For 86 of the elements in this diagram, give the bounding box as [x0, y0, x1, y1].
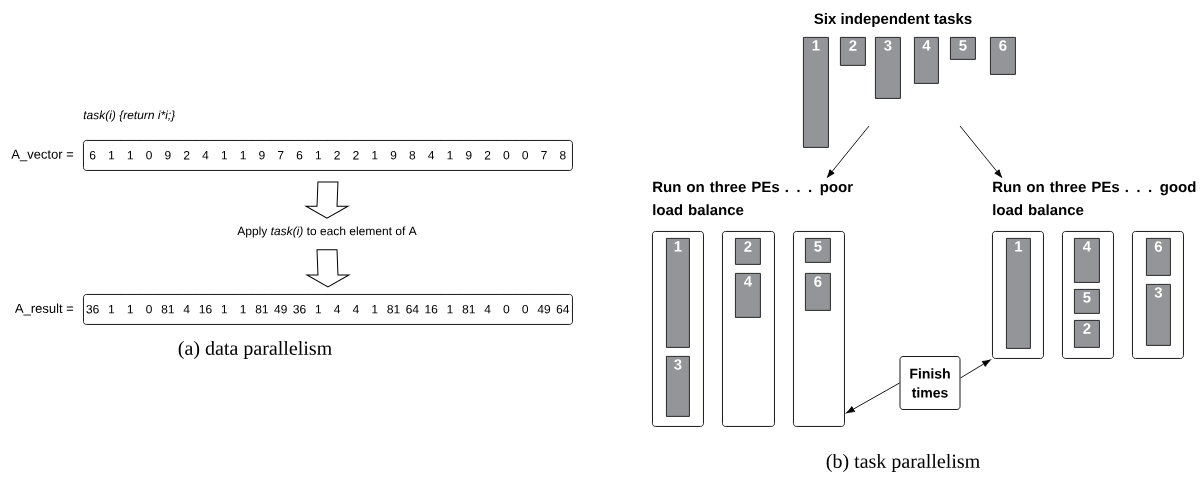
task-block: 5 [950, 37, 976, 60]
callout-box: Finish times [899, 356, 961, 410]
array-cell: 16 [199, 304, 212, 314]
task-block: 3 [875, 37, 901, 99]
array-cell: 1 [240, 151, 246, 160]
task-block: 2 [735, 238, 761, 265]
array-cell: 6 [296, 150, 303, 160]
array-cell: 1 [315, 151, 322, 160]
array-cell: 0 [503, 150, 510, 160]
heading: Run on three PEs . . . good load balance [993, 181, 1196, 216]
array-cell: 6 [89, 150, 96, 160]
array-cell: 4 [428, 151, 435, 160]
arrow [846, 382, 900, 414]
array-cell: 2 [334, 151, 340, 160]
array-cell: 0 [522, 304, 529, 314]
array-cell: 4 [202, 151, 209, 160]
array-cell: 16 [425, 304, 438, 314]
array-cell: 1 [127, 305, 133, 314]
array-cell: 0 [146, 150, 152, 160]
array-cell: 49 [274, 304, 287, 314]
task-block: 6 [805, 273, 831, 311]
array-cell: 1 [447, 151, 453, 160]
task-block: 5 [1074, 289, 1100, 314]
task-block: 6 [990, 37, 1016, 75]
heading: Six independent tasks [814, 13, 972, 27]
instruction-text: Apply task(i) to each element of A [237, 226, 417, 238]
array-cell: 2 [484, 151, 491, 160]
caption: (b) task parallelism [826, 453, 980, 473]
array-cell: 81 [161, 304, 174, 314]
array-cell: 4 [352, 305, 359, 314]
array-cell: 9 [259, 150, 265, 160]
array-label: A_result = [14, 303, 74, 316]
task-block: 3 [666, 356, 690, 417]
arrow [960, 359, 991, 379]
array-cell: 4 [334, 305, 341, 314]
array-cell: 1 [372, 151, 378, 160]
task-block: 4 [1074, 238, 1100, 283]
array-cell: 1 [109, 305, 115, 314]
array-cell: 81 [255, 304, 268, 314]
array-cell: 0 [503, 304, 510, 314]
arrow [826, 125, 870, 178]
task-block: 5 [805, 238, 831, 263]
caption: (a) data parallelism [178, 340, 332, 360]
block-arrow [305, 181, 349, 219]
array-cell: 2 [183, 151, 190, 160]
task-block: 6 [1146, 238, 1171, 276]
arrow [959, 125, 1003, 178]
array-cell: 36 [293, 304, 306, 314]
array-cell: 7 [277, 151, 284, 160]
array-cell: 4 [484, 305, 491, 314]
array-cell: 2 [353, 151, 359, 160]
array-cell: 81 [387, 304, 400, 314]
array-cell: 7 [541, 151, 547, 160]
array-cell: 8 [560, 150, 566, 160]
array-cell: 4 [183, 305, 190, 314]
task-block: 2 [840, 37, 866, 66]
array-label: A_vector = [11, 149, 74, 162]
array-cell: 1 [372, 305, 378, 314]
array-cell: 1 [221, 151, 227, 160]
task-block: 2 [1074, 320, 1100, 348]
array-cell: 0 [522, 150, 529, 160]
array-cell: 0 [146, 304, 152, 314]
array-cell: 49 [537, 304, 551, 314]
array-cell: 64 [556, 304, 570, 314]
array-cell: 9 [390, 150, 397, 160]
block-arrow [306, 249, 350, 288]
array-cell: 1 [109, 151, 115, 160]
array-cell: 64 [406, 304, 419, 314]
task-block: 1 [1006, 238, 1031, 349]
array-cell: 1 [221, 305, 227, 314]
array-cell: 1 [447, 305, 453, 314]
array-cell: 1 [240, 305, 246, 314]
array-cell: 9 [466, 150, 472, 160]
code-text: task(i) {return i*i;} [83, 110, 176, 122]
heading: Run on three PEs . . . poor load balance [653, 181, 853, 216]
task-block: 3 [1146, 284, 1171, 346]
array-cell: 81 [462, 304, 475, 314]
array-cell: 9 [165, 150, 171, 160]
array-cell: 1 [127, 151, 133, 160]
task-block: 1 [803, 37, 829, 148]
task-block: 4 [735, 273, 761, 318]
array-cell: 1 [315, 305, 322, 314]
task-block: 1 [666, 238, 690, 348]
array-cell: 8 [409, 150, 416, 160]
task-block: 4 [914, 37, 939, 84]
array-cell: 36 [86, 304, 99, 314]
